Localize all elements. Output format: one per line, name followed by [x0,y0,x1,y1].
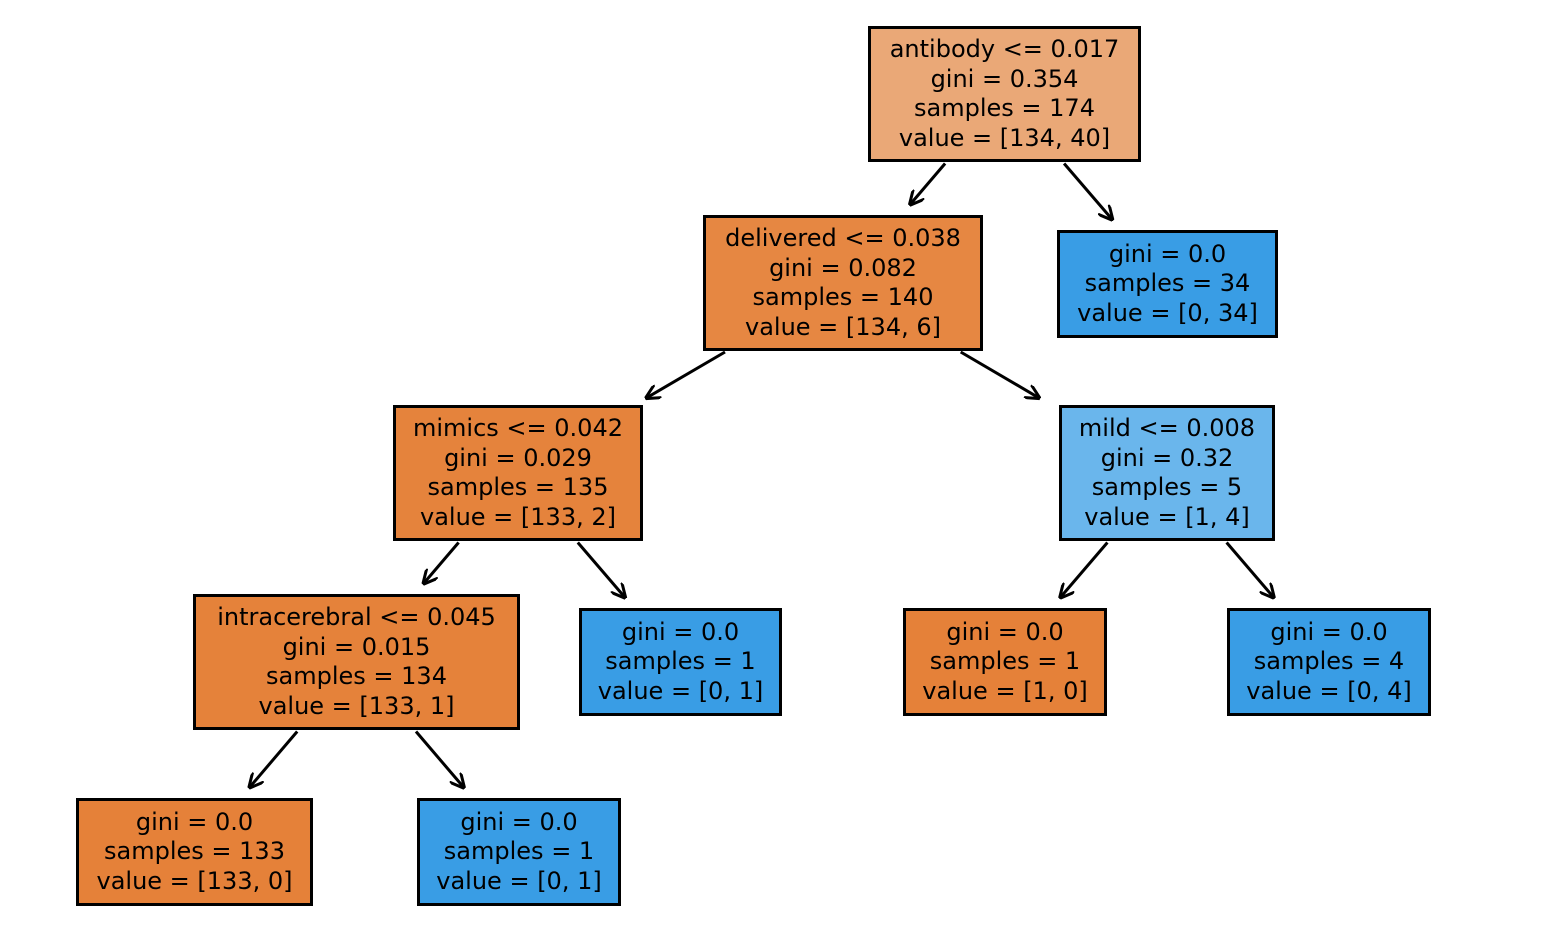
node-samples: samples = 174 [914,94,1095,122]
node-value: value = [133, 2] [420,502,616,531]
tree-leaf-node: gini = 0.0 samples = 4 value = [0, 4] [1227,608,1431,716]
tree-leaf-node: gini = 0.0 samples = 34 value = [0, 34] [1057,230,1278,338]
node-split-condition: intracerebral <= 0.045 [217,603,496,631]
tree-node-mimics-split: mimics <= 0.042 gini = 0.029 samples = 1… [393,405,643,541]
tree-edge-arrow [910,162,947,205]
tree-edge-arrow [959,350,1039,398]
tree-edge-arrow [1060,541,1109,598]
node-gini: gini = 0.015 [282,632,431,661]
node-split-condition: antibody <= 0.017 [889,35,1120,63]
node-gini: gini = 0.354 [930,64,1079,93]
tree-node-intracerebral-split: intracerebral <= 0.045 gini = 0.015 samp… [193,594,520,730]
node-gini: gini = 0.0 [460,807,578,836]
node-value: value = [133, 0] [96,866,293,895]
node-value: value = [134, 6] [745,312,941,341]
node-value: value = [1, 0] [922,676,1088,705]
node-samples: samples = 34 [1084,269,1251,298]
node-split-condition: delivered <= 0.038 [725,224,961,252]
node-gini: gini = 0.029 [444,443,592,472]
tree-node-mild-split: mild <= 0.008 gini = 0.32 samples = 5 va… [1059,405,1275,541]
node-samples: samples = 1 [605,647,756,676]
node-samples: samples = 1 [443,837,595,866]
node-value: value = [0, 1] [436,866,602,895]
node-split-condition: mimics <= 0.042 [413,414,623,442]
node-samples: samples = 4 [1253,647,1405,676]
node-value: value = [133, 1] [258,691,455,720]
tree-edge-arrow [576,541,625,598]
tree-edge-arrow [424,541,460,584]
node-value: value = [0, 34] [1077,298,1258,327]
node-value: value = [0, 1] [597,676,764,705]
node-samples: samples = 1 [929,647,1081,676]
node-samples: samples = 140 [752,283,934,311]
node-samples: samples = 133 [104,837,285,866]
node-value: value = [0, 4] [1246,676,1412,705]
tree-edge-arrow [250,730,299,788]
tree-edge-arrow [414,730,464,788]
node-value: value = [134, 40] [898,123,1111,152]
tree-leaf-node: gini = 0.0 samples = 1 value = [1, 0] [903,608,1107,716]
tree-leaf-node: gini = 0.0 samples = 133 value = [133, 0… [76,798,313,906]
node-gini: gini = 0.0 [1108,239,1227,268]
node-value: value = [1, 4] [1084,502,1250,531]
node-gini: gini = 0.082 [769,253,917,282]
tree-edge-arrow [1062,162,1112,220]
node-gini: gini = 0.32 [1100,443,1234,472]
tree-edge-arrow [646,350,726,398]
tree-edge-arrow [1225,541,1274,598]
tree-node-antibody-split: antibody <= 0.017 gini = 0.354 samples =… [868,26,1141,162]
node-gini: gini = 0.0 [946,617,1064,646]
tree-leaf-node: gini = 0.0 samples = 1 value = [0, 1] [579,608,782,716]
node-gini: gini = 0.0 [135,807,254,836]
tree-node-delivered-split: delivered <= 0.038 gini = 0.082 samples … [703,215,983,351]
node-gini: gini = 0.0 [621,617,740,646]
node-samples: samples = 134 [266,662,447,690]
node-samples: samples = 5 [1091,473,1243,501]
tree-leaf-node: gini = 0.0 samples = 1 value = [0, 1] [417,798,621,906]
node-gini: gini = 0.0 [1270,617,1388,646]
node-split-condition: mild <= 0.008 [1078,414,1256,442]
node-samples: samples = 135 [427,473,609,501]
